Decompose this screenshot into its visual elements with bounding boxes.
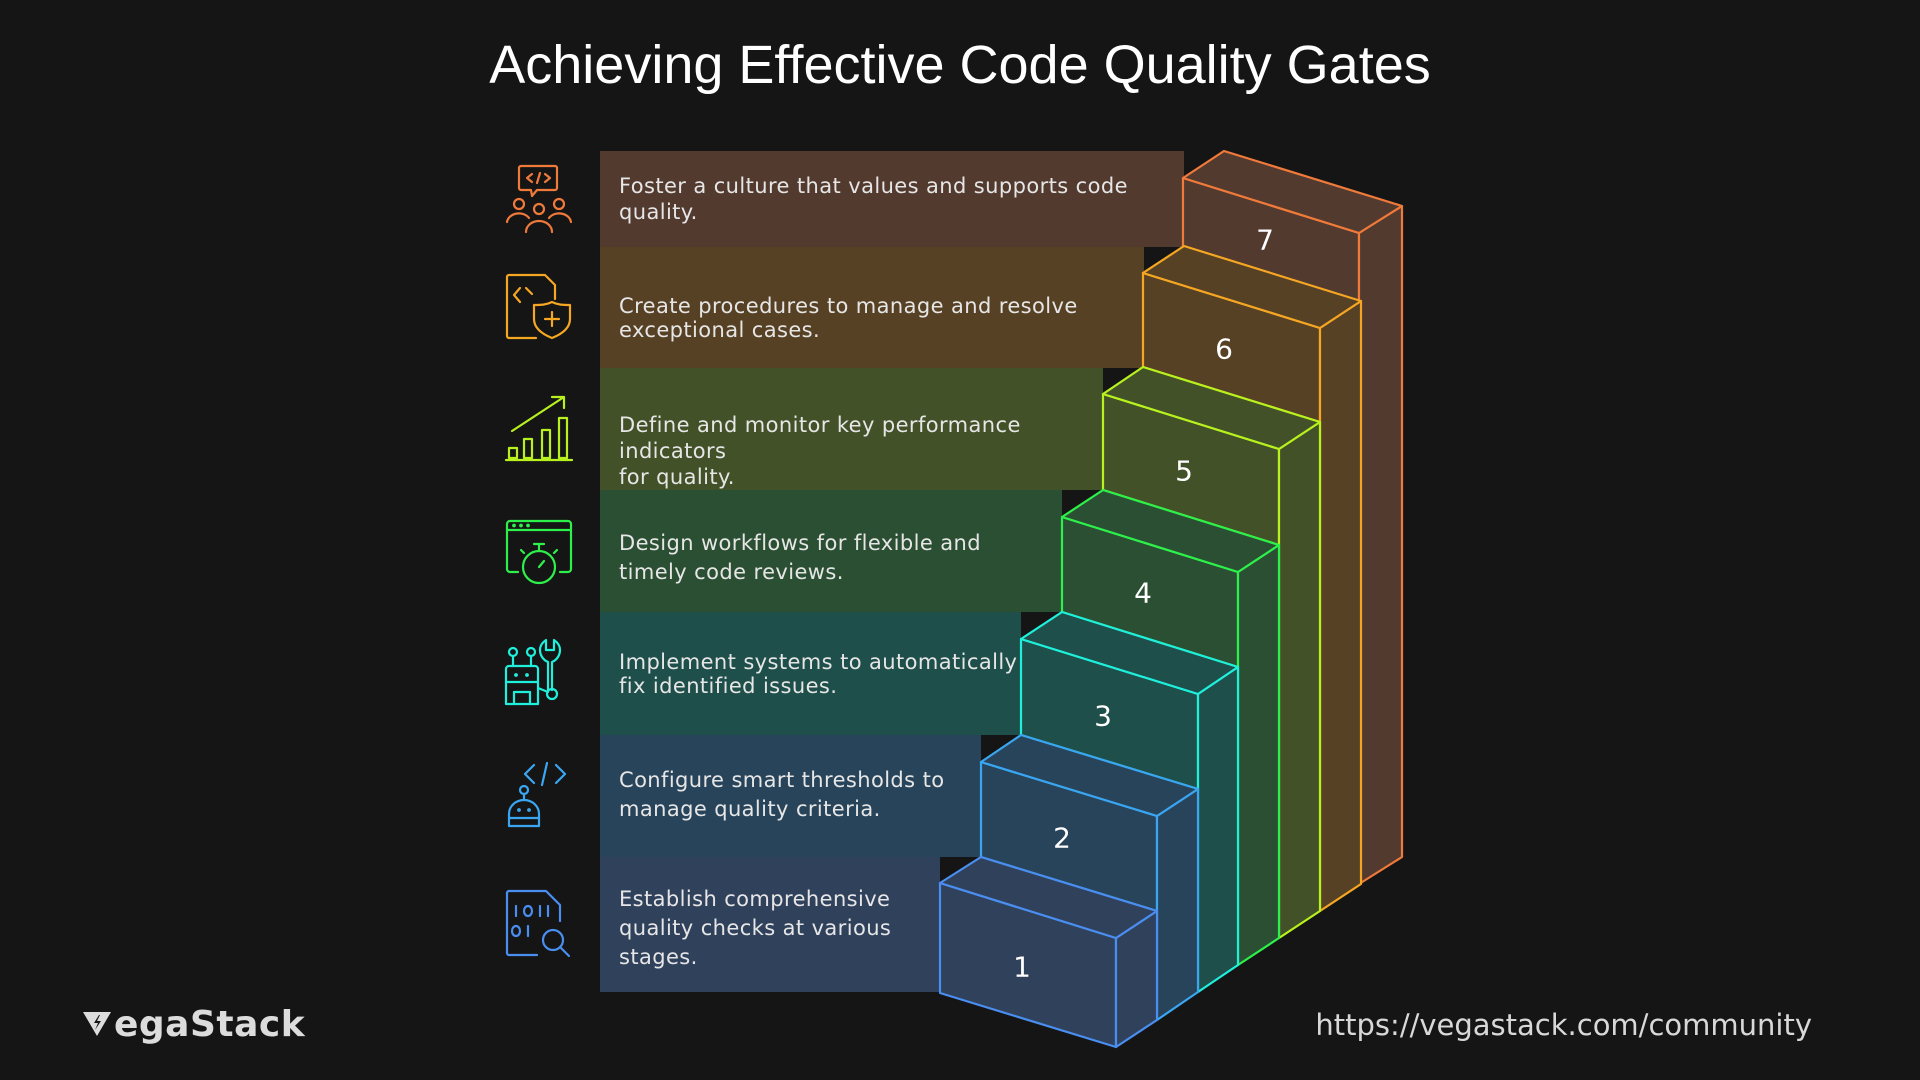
community-url-link[interactable]: https://vegastack.com/community — [1315, 1008, 1812, 1042]
band-step-7: Foster a culture that values and support… — [600, 151, 1184, 247]
step-7-block — [1181, 149, 1404, 886]
step-7-text: Foster a culture that values and support… — [619, 174, 1128, 224]
logo-wordmark: egaStack — [114, 1003, 306, 1045]
robot-wrench-icon — [504, 638, 574, 708]
step-6-text: Create procedures to manage and resolve … — [619, 294, 1078, 342]
browser-stopwatch-icon — [504, 516, 574, 586]
vegastack-v-mark-icon — [83, 1012, 111, 1036]
step-number-6: 6 — [1215, 332, 1233, 366]
binary-document-search-icon — [504, 889, 574, 959]
band-step-3: Implement systems to automatically fix i… — [600, 612, 1021, 735]
step-3-text: Implement systems to automatically fix i… — [619, 650, 1018, 698]
step-number-4: 4 — [1134, 576, 1152, 610]
document-shield-icon — [504, 272, 574, 342]
band-step-2: Configure smart thresholds to manage qua… — [600, 735, 981, 857]
page-title: Achieving Effective Code Quality Gates — [489, 35, 1431, 95]
step-1-text: Establish comprehensive quality checks a… — [619, 887, 892, 969]
growth-chart-icon — [504, 394, 574, 464]
step-6-block — [1141, 244, 1363, 913]
step-4-text: Design workflows for flexible and timely… — [619, 531, 981, 584]
step-number-5: 5 — [1175, 454, 1193, 488]
band-step-6: Create procedures to manage and resolve … — [600, 247, 1144, 368]
step-number-7: 7 — [1256, 223, 1274, 257]
step-5-block — [1101, 365, 1322, 940]
step-3-block — [1019, 610, 1240, 994]
band-step-1: Establish comprehensive quality checks a… — [600, 857, 940, 992]
step-number-2: 2 — [1053, 821, 1071, 855]
band-step-5: Define and monitor key performance indic… — [600, 368, 1103, 490]
step-5-text: Define and monitor key performance indic… — [619, 413, 1021, 489]
band-step-4: Design workflows for flexible and timely… — [600, 490, 1062, 612]
team-code-culture-icon — [504, 164, 574, 234]
bot-code-icon — [504, 760, 574, 830]
step-2-text: Configure smart thresholds to manage qua… — [619, 768, 945, 821]
step-number-1: 1 — [1013, 950, 1031, 984]
step-1-block — [938, 855, 1159, 1049]
vegastack-logo: egaStack — [82, 1003, 306, 1045]
step-number-3: 3 — [1094, 699, 1112, 733]
